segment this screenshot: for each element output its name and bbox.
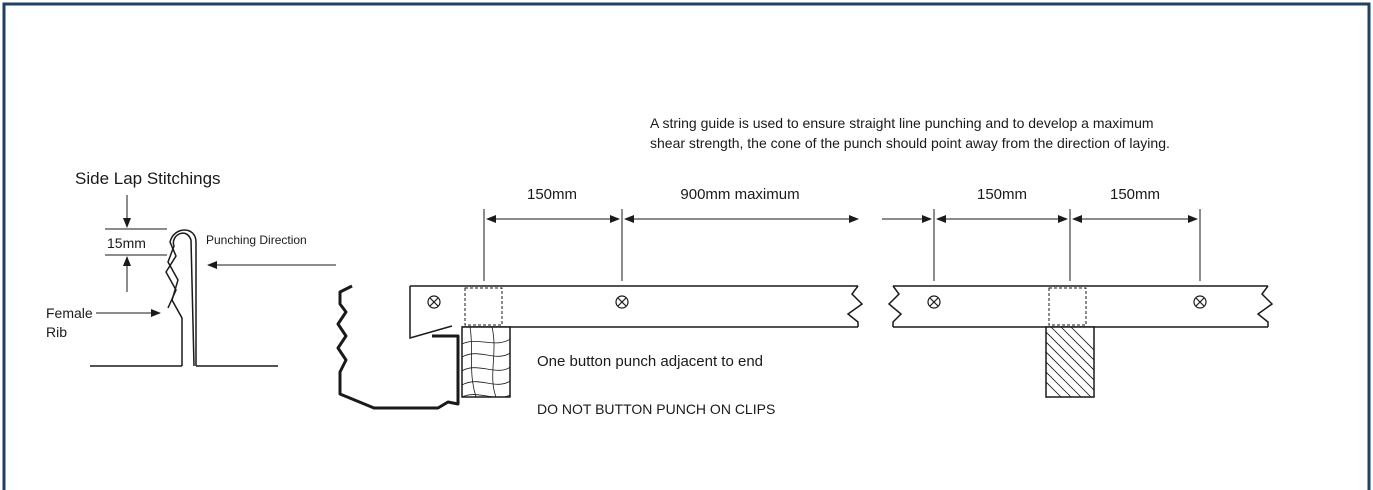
dimension-label-2: 900mm maximum <box>680 186 799 203</box>
button-punch-1 <box>427 295 441 309</box>
clip-profile <box>336 284 460 410</box>
dimension-15mm <box>105 195 167 292</box>
extension-lines <box>483 209 1201 281</box>
female-rib-label-line2: Rib <box>46 324 67 340</box>
adjacent-punch-label: One button punch adjacent to end <box>537 353 763 370</box>
button-punch-3 <box>927 295 941 309</box>
side-lap-title: Side Lap Stitchings <box>75 169 221 188</box>
female-rib-label-line1: Female <box>46 305 93 321</box>
button-punch-4 <box>1193 295 1207 309</box>
sheet-right <box>887 285 1274 328</box>
note-line-1: A string guide is used to ensure straigh… <box>650 115 1154 131</box>
button-punch-2 <box>615 295 629 309</box>
sheet-left <box>409 285 864 339</box>
note-line-2: shear strength, the cone of the punch sh… <box>650 135 1170 151</box>
purlin-left <box>461 326 511 398</box>
dimension-label-1: 150mm <box>527 186 577 203</box>
dimension-15mm-label: 15mm <box>107 235 146 251</box>
dimension-label-3: 150mm <box>977 186 1027 203</box>
clip-warning-label: DO NOT BUTTON PUNCH ON CLIPS <box>537 401 775 417</box>
hidden-purlin-outline-right <box>1048 287 1087 326</box>
dimension-label-4: 150mm <box>1110 186 1160 203</box>
purlin-right <box>1045 326 1095 398</box>
punching-direction-label: Punching Direction <box>206 233 307 247</box>
hidden-purlin-outline-left <box>464 287 503 326</box>
rib-profile <box>90 229 278 367</box>
